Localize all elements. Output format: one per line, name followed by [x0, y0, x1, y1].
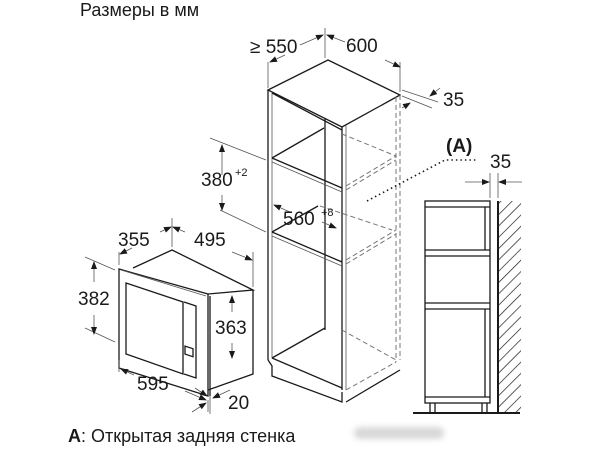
cabinet-depth-dimension: ≥ 550 — [250, 28, 326, 88]
cabinet-width-label: 600 — [346, 36, 378, 57]
side-view-gap-dimension: 35 — [465, 152, 522, 198]
open-back-marker: (A) — [366, 136, 478, 202]
niche-width-dimension: 560 +8 — [273, 204, 337, 230]
footnote: A: Открытая задняя стенка — [68, 426, 295, 447]
tall-cabinet — [266, 59, 402, 403]
footnote-key: A — [68, 426, 81, 446]
microwave-front-height-dimension: 382 — [78, 256, 116, 343]
microwave-width-label: 495 — [194, 230, 226, 251]
microwave-depth-dimension: 355 — [118, 218, 173, 265]
cabinet-back-gap-dimension: 35 — [401, 87, 464, 111]
microwave-frame-depth-label: 20 — [228, 393, 249, 414]
footnote-text: : Открытая задняя стенка — [81, 426, 296, 446]
niche-height-label: 380 — [201, 170, 233, 191]
microwave-body-height-dimension: 363 — [215, 295, 247, 359]
open-back-marker-label: (A) — [446, 136, 472, 157]
microwave-depth-label: 355 — [118, 230, 150, 251]
microwave-front-height-label: 382 — [78, 289, 110, 310]
niche-width-label: 560 — [283, 209, 315, 230]
niche-height-dimension: 380 +2 — [201, 137, 267, 233]
side-view-wall — [497, 201, 521, 413]
microwave-frame-depth-dimension: 20 — [191, 387, 249, 414]
blurred-watermark — [354, 427, 444, 439]
niche-height-tolerance: +2 — [235, 167, 248, 179]
niche-width-tolerance: +8 — [321, 207, 334, 219]
cabinet-width-dimension: 600 — [326, 34, 401, 92]
diagram-title: Размеры в мм — [80, 0, 200, 20]
cabinet-back-gap-label: 35 — [443, 90, 464, 111]
microwave-width-dimension: 495 — [172, 226, 254, 287]
microwave-body-height-label: 363 — [215, 318, 247, 339]
microwave — [118, 249, 256, 397]
microwave-front-width-dimension: 595 — [118, 360, 209, 412]
cabinet-depth-label: ≥ 550 — [250, 37, 297, 58]
side-view-gap-label: 35 — [490, 152, 511, 173]
microwave-front-width-label: 595 — [137, 374, 169, 395]
